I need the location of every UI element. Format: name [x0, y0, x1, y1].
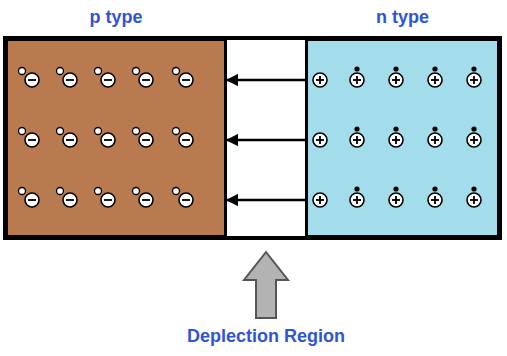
donor-ion: [389, 126, 403, 147]
donor-ion: [428, 66, 442, 87]
acceptor-ion: [95, 128, 116, 148]
donor-ion: [313, 73, 327, 87]
acceptor-ion: [57, 128, 78, 148]
donor-ion: [467, 186, 481, 207]
donor-ion: [467, 126, 481, 147]
n-region-box: n type: [305, 38, 500, 238]
field-arrow: [227, 199, 305, 202]
donor-ion: [389, 186, 403, 207]
acceptor-ion: [19, 188, 40, 208]
p-region-box: p type: [5, 38, 227, 238]
acceptor-ion: [19, 68, 40, 88]
donor-ion: [428, 186, 442, 207]
donor-ion: [313, 133, 327, 147]
acceptor-ion: [133, 128, 154, 148]
acceptor-ion: [133, 68, 154, 88]
donor-ion: [428, 126, 442, 147]
acceptor-ion: [133, 188, 154, 208]
region-heading: n type: [376, 7, 429, 28]
donor-ion: [350, 126, 364, 147]
acceptor-ion: [19, 128, 40, 148]
field-arrow: [227, 79, 305, 82]
p-region-fill: [5, 38, 227, 238]
callout-label: Deplection Region: [187, 326, 345, 347]
region-heading: p type: [89, 7, 142, 28]
acceptor-ion: [173, 128, 194, 148]
acceptor-ion: [95, 68, 116, 88]
acceptor-ion: [173, 68, 194, 88]
acceptor-ions: [19, 68, 194, 208]
donor-ion: [350, 186, 364, 207]
donor-ion: [350, 66, 364, 87]
acceptor-ion: [173, 188, 194, 208]
donor-ion: [467, 66, 481, 87]
acceptor-ion: [95, 188, 116, 208]
donor-ion: [313, 193, 327, 207]
acceptor-ion: [57, 68, 78, 88]
n-region-fill: [305, 38, 500, 238]
pointer-arrow: [244, 252, 288, 318]
donor-ions: [313, 66, 481, 207]
junction-frame: [5, 38, 500, 238]
acceptor-ion: [57, 188, 78, 208]
field-arrow: [227, 139, 305, 142]
donor-ion: [389, 66, 403, 87]
